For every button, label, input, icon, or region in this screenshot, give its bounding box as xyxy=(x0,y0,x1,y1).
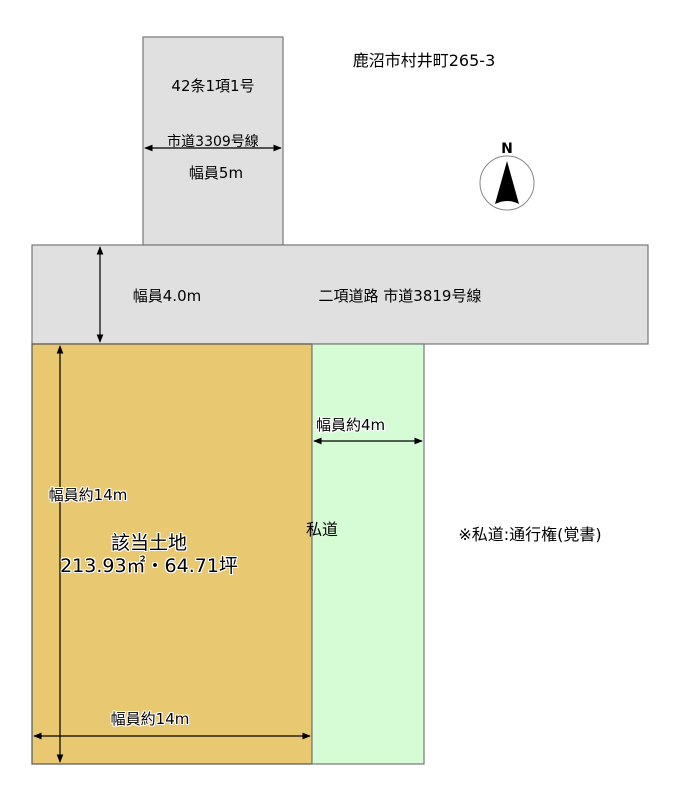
private-road-area xyxy=(311,343,425,765)
address-label: 鹿沼市村井町265-3 xyxy=(352,51,496,70)
land-depth-label: 幅員約14m xyxy=(48,486,128,504)
land-frontage-label: 幅員約14m xyxy=(110,710,190,728)
compass-north-label: N xyxy=(501,141,513,157)
private-road-width-label: 幅員約4m xyxy=(316,416,386,434)
private-road-label: 私道 xyxy=(306,520,339,539)
north-road-width-label: 幅員5m xyxy=(188,164,244,182)
private-road-note: ※私道:通行権(覚書) xyxy=(458,525,602,544)
north-road-name-label: 市道3309号線 xyxy=(167,134,259,150)
north-arrow-icon xyxy=(479,155,535,211)
main-road-name-label: 二項道路 市道3819号線 xyxy=(318,287,482,305)
main-road-width-label: 幅員4.0m xyxy=(132,287,202,305)
north-road-type-label: 42条1項1号 xyxy=(171,77,255,95)
north-road-area xyxy=(142,36,284,246)
subject-land-title: 該当土地 xyxy=(110,532,188,554)
main-road-area xyxy=(31,244,649,345)
subject-land-area xyxy=(31,343,313,765)
subject-land-area: 213.93㎡・64.71坪 xyxy=(60,555,238,577)
